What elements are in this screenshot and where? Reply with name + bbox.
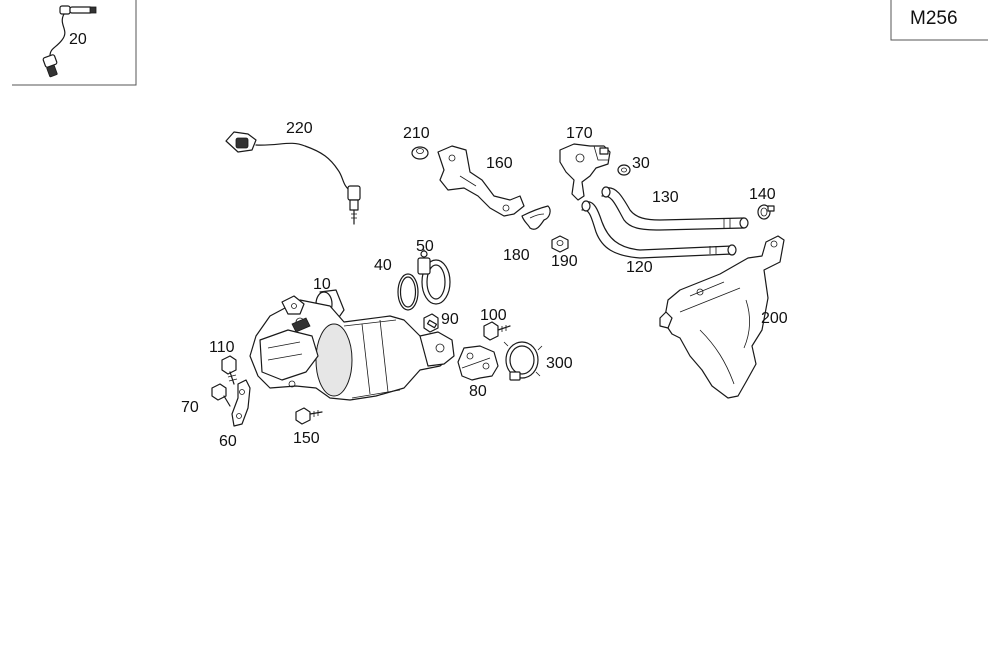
- label-160[interactable]: 160: [486, 155, 513, 172]
- part-50-v-band-clamp-drawing[interactable]: [417, 249, 451, 305]
- label-90[interactable]: 90: [441, 311, 459, 328]
- label-110[interactable]: 110: [209, 339, 235, 356]
- label-10[interactable]: 10: [313, 276, 331, 293]
- label-40[interactable]: 40: [374, 257, 392, 274]
- part-80-bracket-drawing[interactable]: [457, 345, 499, 381]
- part-30-washer-drawing[interactable]: [617, 164, 631, 176]
- part-150-hose-clamp-drawing[interactable]: [757, 204, 775, 220]
- label-100[interactable]: 100: [480, 307, 507, 324]
- part-160-bracket-drawing[interactable]: [437, 145, 525, 217]
- engine-code: M256: [910, 8, 958, 29]
- label-140[interactable]: 130: [652, 189, 679, 206]
- label-70[interactable]: 70: [181, 399, 199, 416]
- label-50[interactable]: 50: [416, 238, 434, 255]
- part-60-bracket-drawing[interactable]: [231, 379, 251, 427]
- label-60[interactable]: 60: [219, 433, 237, 450]
- label-180[interactable]: 180: [503, 247, 530, 264]
- part-190-nut-drawing[interactable]: [551, 235, 569, 253]
- part-70-bolt-drawing[interactable]: [211, 383, 231, 407]
- engine-code-box: M256: [890, 0, 988, 41]
- label-200[interactable]: 200: [761, 310, 788, 327]
- label-150[interactable]: 140: [749, 186, 776, 203]
- part-300-clamp-ring-drawing[interactable]: [503, 341, 543, 381]
- label-190[interactable]: 190: [551, 253, 578, 270]
- label-20[interactable]: 20: [69, 31, 87, 48]
- part-200-heat-shield-drawing[interactable]: [659, 235, 785, 399]
- part-210-nut-drawing[interactable]: [411, 146, 429, 160]
- label-30[interactable]: 30: [632, 155, 650, 172]
- label-220[interactable]: 220: [286, 120, 313, 137]
- label-300[interactable]: 300: [546, 355, 573, 372]
- part-220-temperature-sensor-drawing[interactable]: [225, 131, 361, 225]
- part-180-clip-drawing[interactable]: [521, 205, 551, 230]
- part-20-oxygen-sensor-drawing[interactable]: [42, 5, 97, 78]
- part-130-pressure-hose-drawing[interactable]: [581, 200, 737, 259]
- part-170-pressure-sensor-drawing[interactable]: [559, 143, 611, 201]
- part-40-gasket-ring-drawing[interactable]: [397, 273, 419, 311]
- part-140-pressure-hose-drawing[interactable]: [601, 186, 749, 231]
- label-80[interactable]: 80: [469, 383, 487, 400]
- part-110-bolt-drawing[interactable]: [221, 355, 238, 385]
- label-170[interactable]: 170: [566, 125, 593, 142]
- label-210[interactable]: 210: [403, 125, 430, 142]
- part-100-bolt-drawing[interactable]: [483, 321, 511, 341]
- part-10-particulate-filter-drawing[interactable]: [249, 289, 455, 401]
- label-120[interactable]: 150: [293, 430, 320, 447]
- part-90-bolt-drawing[interactable]: [423, 313, 439, 333]
- inset-box-sensor-20: 20: [12, 0, 137, 86]
- part-120-bolt-drawing[interactable]: [295, 407, 323, 425]
- label-130[interactable]: 120: [626, 259, 653, 276]
